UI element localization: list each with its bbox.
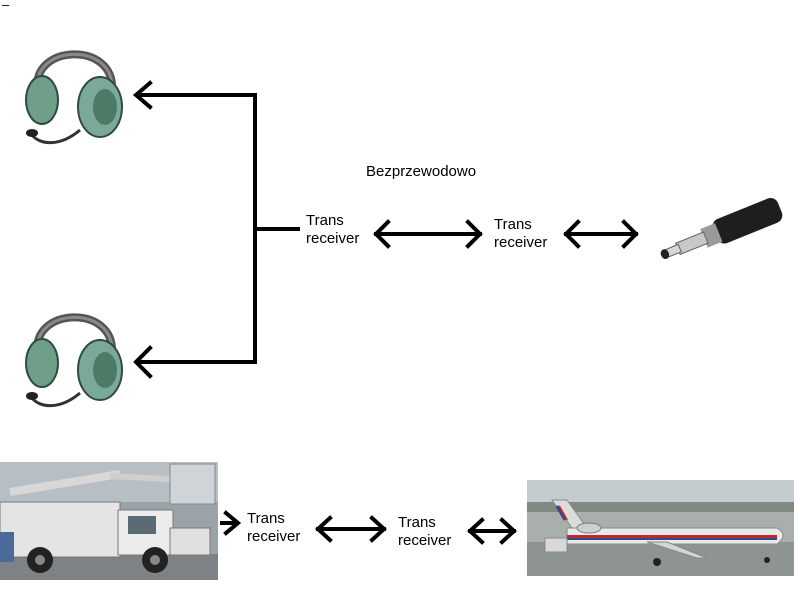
headset-bottom-image: [25, 313, 123, 408]
headset-top-image: [25, 50, 123, 145]
corner-mark: –: [2, 0, 10, 12]
transceiver-1: Trans receiver: [306, 212, 359, 248]
transceiver-1-line1: Trans: [306, 212, 344, 229]
transceiver-4-line2: receiver: [398, 532, 452, 549]
transceiver-1-line2: receiver: [306, 230, 360, 247]
arrowhead: [373, 219, 391, 249]
arrowhead: [133, 345, 153, 379]
arrowhead: [499, 517, 517, 545]
transceiver-3-line2: receiver: [247, 528, 301, 545]
aircraft-image: [527, 480, 794, 576]
truck-image: [0, 462, 218, 580]
transceiver-4-line1: Trans: [398, 514, 436, 531]
transceiver-4: Trans receiver: [398, 514, 451, 550]
transceiver-2-line1: Trans: [494, 216, 532, 233]
audio-jack-image: [660, 198, 783, 259]
arrowhead: [369, 515, 387, 543]
wireless-label: Bezprzewodowo: [366, 163, 477, 180]
arrowhead: [563, 219, 581, 249]
transceiver-3: Trans receiver: [247, 510, 300, 546]
transceiver-3-line1: Trans: [247, 510, 285, 527]
arrowhead: [132, 80, 153, 110]
arrowhead: [621, 219, 639, 249]
arrowhead: [223, 510, 242, 536]
arrowhead: [315, 515, 333, 543]
arrowhead: [467, 517, 485, 545]
arrowhead: [465, 219, 483, 249]
transceiver-2: Trans receiver: [494, 216, 547, 252]
transceiver-2-line2: receiver: [494, 234, 548, 251]
